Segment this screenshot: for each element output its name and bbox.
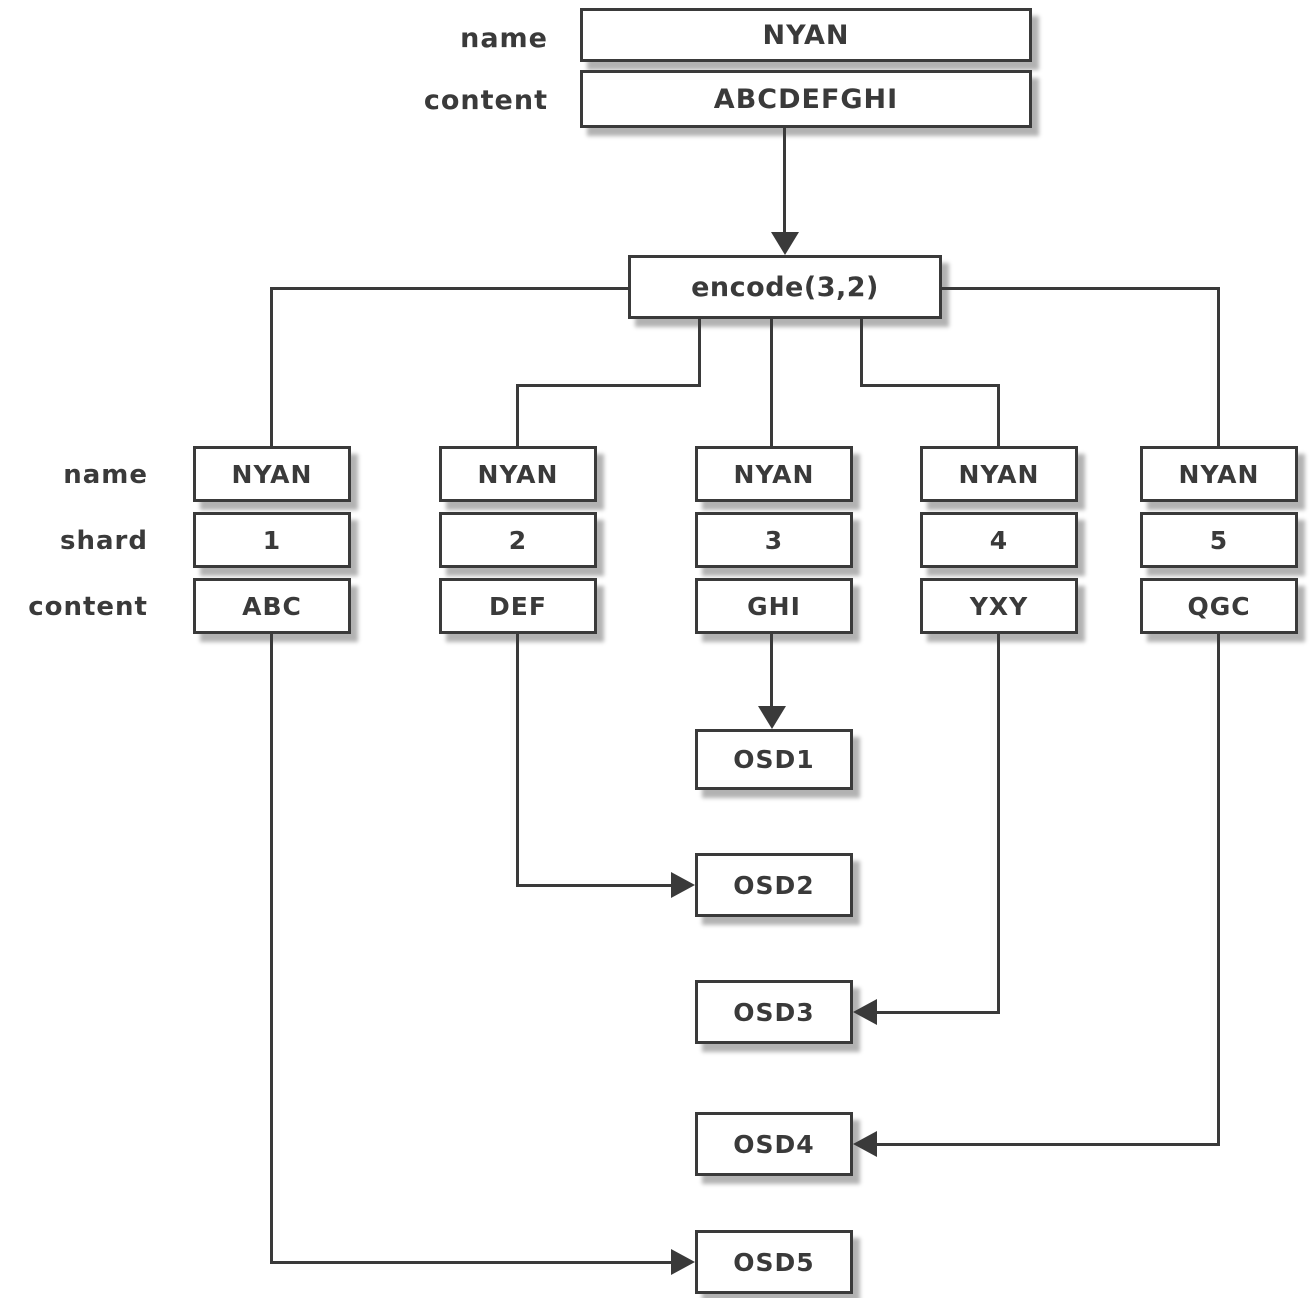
- osd3-box: OSD3: [695, 980, 853, 1044]
- connector-shard3-to-osd1: [770, 634, 773, 707]
- arrowhead-right-osd2-icon: [671, 872, 695, 898]
- connector-shard1-to-osd5-v: [270, 634, 273, 1264]
- connector-encode-to-shard2-h: [516, 384, 700, 387]
- connector-encode-to-shard1-h: [272, 287, 628, 290]
- arrowhead-left-osd3-icon: [853, 999, 877, 1025]
- top-content-value-box: ABCDEFGHI: [580, 70, 1032, 128]
- arrowhead-right-osd5-icon: [671, 1249, 695, 1275]
- connector-encode-to-shard5-v: [1217, 287, 1220, 446]
- connector-shard1-to-osd5-h: [270, 1261, 672, 1264]
- connector-encode-to-shard2-drop: [698, 319, 701, 387]
- osd1-box: OSD1: [695, 729, 853, 790]
- connector-shard2-to-osd2-h: [516, 884, 672, 887]
- connector-shard2-to-osd2-v: [516, 634, 519, 887]
- row-label-shard: shard: [60, 526, 148, 556]
- shard3-number-box: 3: [695, 512, 853, 568]
- shard5-name-box: NYAN: [1140, 446, 1298, 502]
- osd2-box: OSD2: [695, 853, 853, 917]
- connector-shard4-to-osd3-v: [997, 634, 1000, 1014]
- shard2-name-box: NYAN: [439, 446, 597, 502]
- osd4-box: OSD4: [695, 1112, 853, 1176]
- connector-encode-to-shard5-h: [942, 287, 1219, 290]
- connector-encode-to-shard4-v: [997, 384, 1000, 446]
- row-label-content: content: [28, 592, 148, 622]
- connector-shard4-to-osd3-h: [876, 1011, 1000, 1014]
- row-label-name: name: [63, 460, 148, 490]
- shard3-content-box: GHI: [695, 578, 853, 634]
- top-name-value-box: NYAN: [580, 8, 1032, 62]
- shard3-name-box: NYAN: [695, 446, 853, 502]
- connector-shard5-to-osd4-v: [1217, 634, 1220, 1146]
- shard1-number-box: 1: [193, 512, 351, 568]
- shard1-content-box: ABC: [193, 578, 351, 634]
- connector-encode-to-shard4-h: [860, 384, 1000, 387]
- shard1-name-box: NYAN: [193, 446, 351, 502]
- shard4-content-box: YXY: [920, 578, 1078, 634]
- connector-encode-to-shard1-v: [270, 287, 273, 446]
- shard4-name-box: NYAN: [920, 446, 1078, 502]
- shard2-number-box: 2: [439, 512, 597, 568]
- arrowhead-left-osd4-icon: [853, 1131, 877, 1157]
- top-content-label: content: [423, 85, 548, 116]
- shard4-number-box: 4: [920, 512, 1078, 568]
- connector-shard5-to-osd4-h: [876, 1143, 1220, 1146]
- connector-encode-to-shard4-drop: [860, 319, 863, 387]
- arrowhead-down-osd1-icon: [758, 706, 786, 729]
- shard2-content-box: DEF: [439, 578, 597, 634]
- top-name-label: name: [460, 23, 548, 54]
- shard5-content-box: QGC: [1140, 578, 1298, 634]
- osd5-box: OSD5: [695, 1230, 853, 1294]
- connector-encode-to-shard2-v: [516, 384, 519, 446]
- connector-encode-to-shard3-v: [770, 319, 773, 446]
- arrowhead-down-encode-icon: [771, 232, 799, 255]
- connector-object-to-encode: [783, 128, 786, 232]
- shard5-number-box: 5: [1140, 512, 1298, 568]
- encode-function-box: encode(3,2): [628, 255, 942, 319]
